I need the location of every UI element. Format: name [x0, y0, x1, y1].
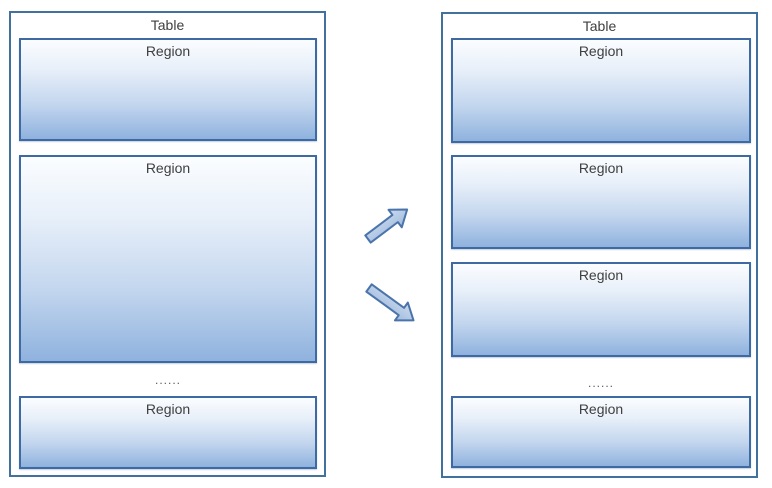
left-region-2: Region — [19, 155, 317, 363]
right-table: Table Region Region Region ...... Region — [441, 12, 758, 478]
right-region-3-label: Region — [578, 267, 624, 283]
right-region-2: Region — [451, 155, 751, 249]
left-region-1: Region — [19, 38, 317, 141]
right-region-4: Region — [451, 396, 751, 468]
arrow-up-right-icon — [364, 208, 409, 244]
arrow-down-right-icon — [365, 283, 415, 322]
left-region-3: Region — [19, 396, 317, 469]
right-region-3: Region — [451, 262, 751, 357]
left-region-3-label: Region — [145, 401, 191, 417]
left-table: Table Region Region ...... Region — [9, 11, 326, 477]
right-table-title: Table — [582, 18, 617, 34]
right-region-1: Region — [451, 38, 751, 143]
right-region-4-label: Region — [578, 401, 624, 417]
right-region-2-label: Region — [578, 160, 624, 176]
left-region-1-label: Region — [145, 43, 191, 59]
right-ellipsis: ...... — [587, 376, 614, 390]
left-table-title: Table — [150, 17, 185, 33]
right-region-1-label: Region — [578, 43, 624, 59]
left-region-2-label: Region — [145, 160, 191, 176]
left-ellipsis: ...... — [154, 373, 181, 387]
